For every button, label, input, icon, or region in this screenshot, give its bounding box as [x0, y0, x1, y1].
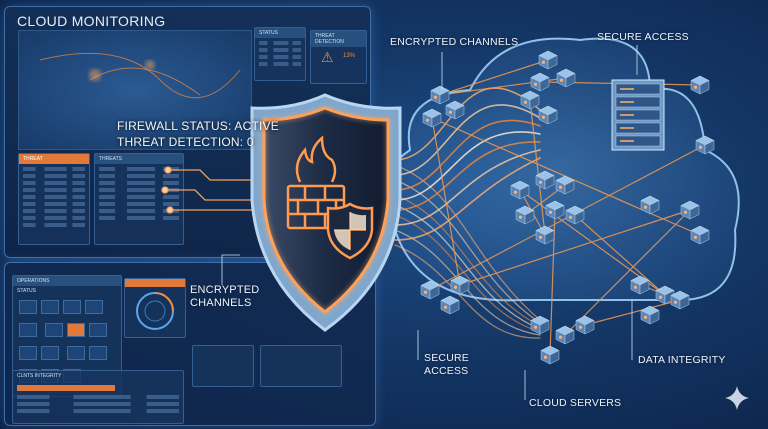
data-stream — [394, 214, 541, 333]
dashboard-title: CLOUD MONITORING — [17, 13, 166, 29]
secure-access-label: SECURE ACCESS — [597, 31, 689, 43]
network-link — [574, 214, 666, 296]
server-icon — [538, 50, 558, 70]
small-shield-icon — [326, 202, 374, 260]
server-icon — [690, 225, 710, 245]
encrypted-channels-label: ENCRYPTED CHANNELS — [390, 36, 519, 48]
server-icon — [420, 280, 440, 300]
threat-percent: 13% — [343, 53, 356, 59]
server-rack-icon — [611, 79, 665, 151]
cloud-servers-label: CLOUD SERVERS — [529, 397, 622, 409]
server-icon — [535, 225, 555, 245]
world-map — [18, 30, 252, 150]
data-stream — [394, 244, 541, 339]
radar-panel — [124, 278, 186, 338]
data-stream — [394, 149, 541, 226]
network-link — [529, 99, 546, 236]
server-icon — [515, 205, 535, 225]
secure-access-bottom-label-line2: ACCESS — [424, 365, 469, 377]
radar-icon — [136, 292, 174, 330]
data-stream — [394, 157, 541, 241]
access-panel — [260, 345, 342, 387]
threat-table-header: THREAT — [19, 154, 89, 164]
data-stream — [394, 131, 541, 201]
firewall-status-text: FIREWALL STATUS: ACTIVE — [117, 119, 279, 133]
warning-icon: ⚠ — [321, 49, 334, 65]
data-stream — [394, 164, 541, 321]
server-cubes — [420, 50, 715, 365]
server-icon — [530, 315, 550, 335]
server-icon — [565, 205, 585, 225]
server-icon — [680, 200, 700, 220]
server-icon — [445, 100, 465, 120]
threat-table: THREAT — [18, 153, 90, 245]
server-icon — [540, 345, 560, 365]
network-link — [431, 117, 461, 286]
label-connectors — [417, 45, 638, 400]
server-icon — [555, 175, 575, 195]
data-stream — [394, 204, 541, 330]
status-panel: STATUS — [254, 27, 306, 81]
network-link — [564, 209, 691, 336]
server-icon — [556, 68, 576, 88]
network-link — [439, 59, 549, 96]
server-icon — [535, 170, 555, 190]
encrypted-channels-dashboard-label: ENCRYPTED CHANNELS — [190, 284, 260, 309]
server-icon — [510, 180, 530, 200]
status-grid-header: STATUS — [17, 288, 36, 294]
server-icon — [630, 275, 650, 295]
server-icon — [655, 285, 675, 305]
threat-detection-panel: THREAT DETECTION ⚠ 13% — [310, 30, 367, 84]
data-integrity-label: DATA INTEGRITY — [638, 354, 726, 366]
integrity-header: CLNTS INTEGRITY — [17, 373, 62, 379]
data-stream — [394, 179, 541, 324]
server-icon — [440, 295, 460, 315]
network-link — [459, 209, 691, 286]
data-stream — [394, 119, 541, 191]
server-icon — [422, 108, 442, 128]
server-icon — [575, 315, 595, 335]
threat-detection-header: THREAT DETECTION — [311, 31, 366, 47]
data-stream — [394, 141, 541, 211]
server-icon — [538, 105, 558, 125]
server-icon — [545, 200, 565, 220]
server-icon — [670, 290, 690, 310]
sparkle-icon — [725, 386, 749, 410]
threats-table-header: THREATS — [95, 154, 183, 164]
network-link — [584, 299, 681, 326]
server-icon — [450, 275, 470, 295]
flame-icon — [295, 135, 337, 183]
server-icon — [640, 305, 660, 325]
server-icon — [520, 90, 540, 110]
status-panel-header: STATUS — [255, 28, 305, 38]
secure-access-bottom-label-line1: SECURE — [424, 352, 469, 364]
server-icon — [695, 135, 715, 155]
world-map-glow — [39, 52, 241, 99]
shield-icon — [250, 93, 402, 332]
threat-detection-text: THREAT DETECTION: 0 — [117, 135, 254, 149]
server-icon — [555, 325, 575, 345]
data-stream — [394, 104, 541, 176]
server-icon — [530, 72, 550, 92]
integrity-panel: CLNTS INTEGRITY — [12, 370, 184, 424]
server-icon — [690, 75, 710, 95]
lock-panel — [192, 345, 254, 387]
server-icon — [640, 195, 660, 215]
operations-header: OPERATIONS — [13, 276, 121, 286]
data-streams — [394, 87, 541, 339]
server-icon — [430, 85, 450, 105]
